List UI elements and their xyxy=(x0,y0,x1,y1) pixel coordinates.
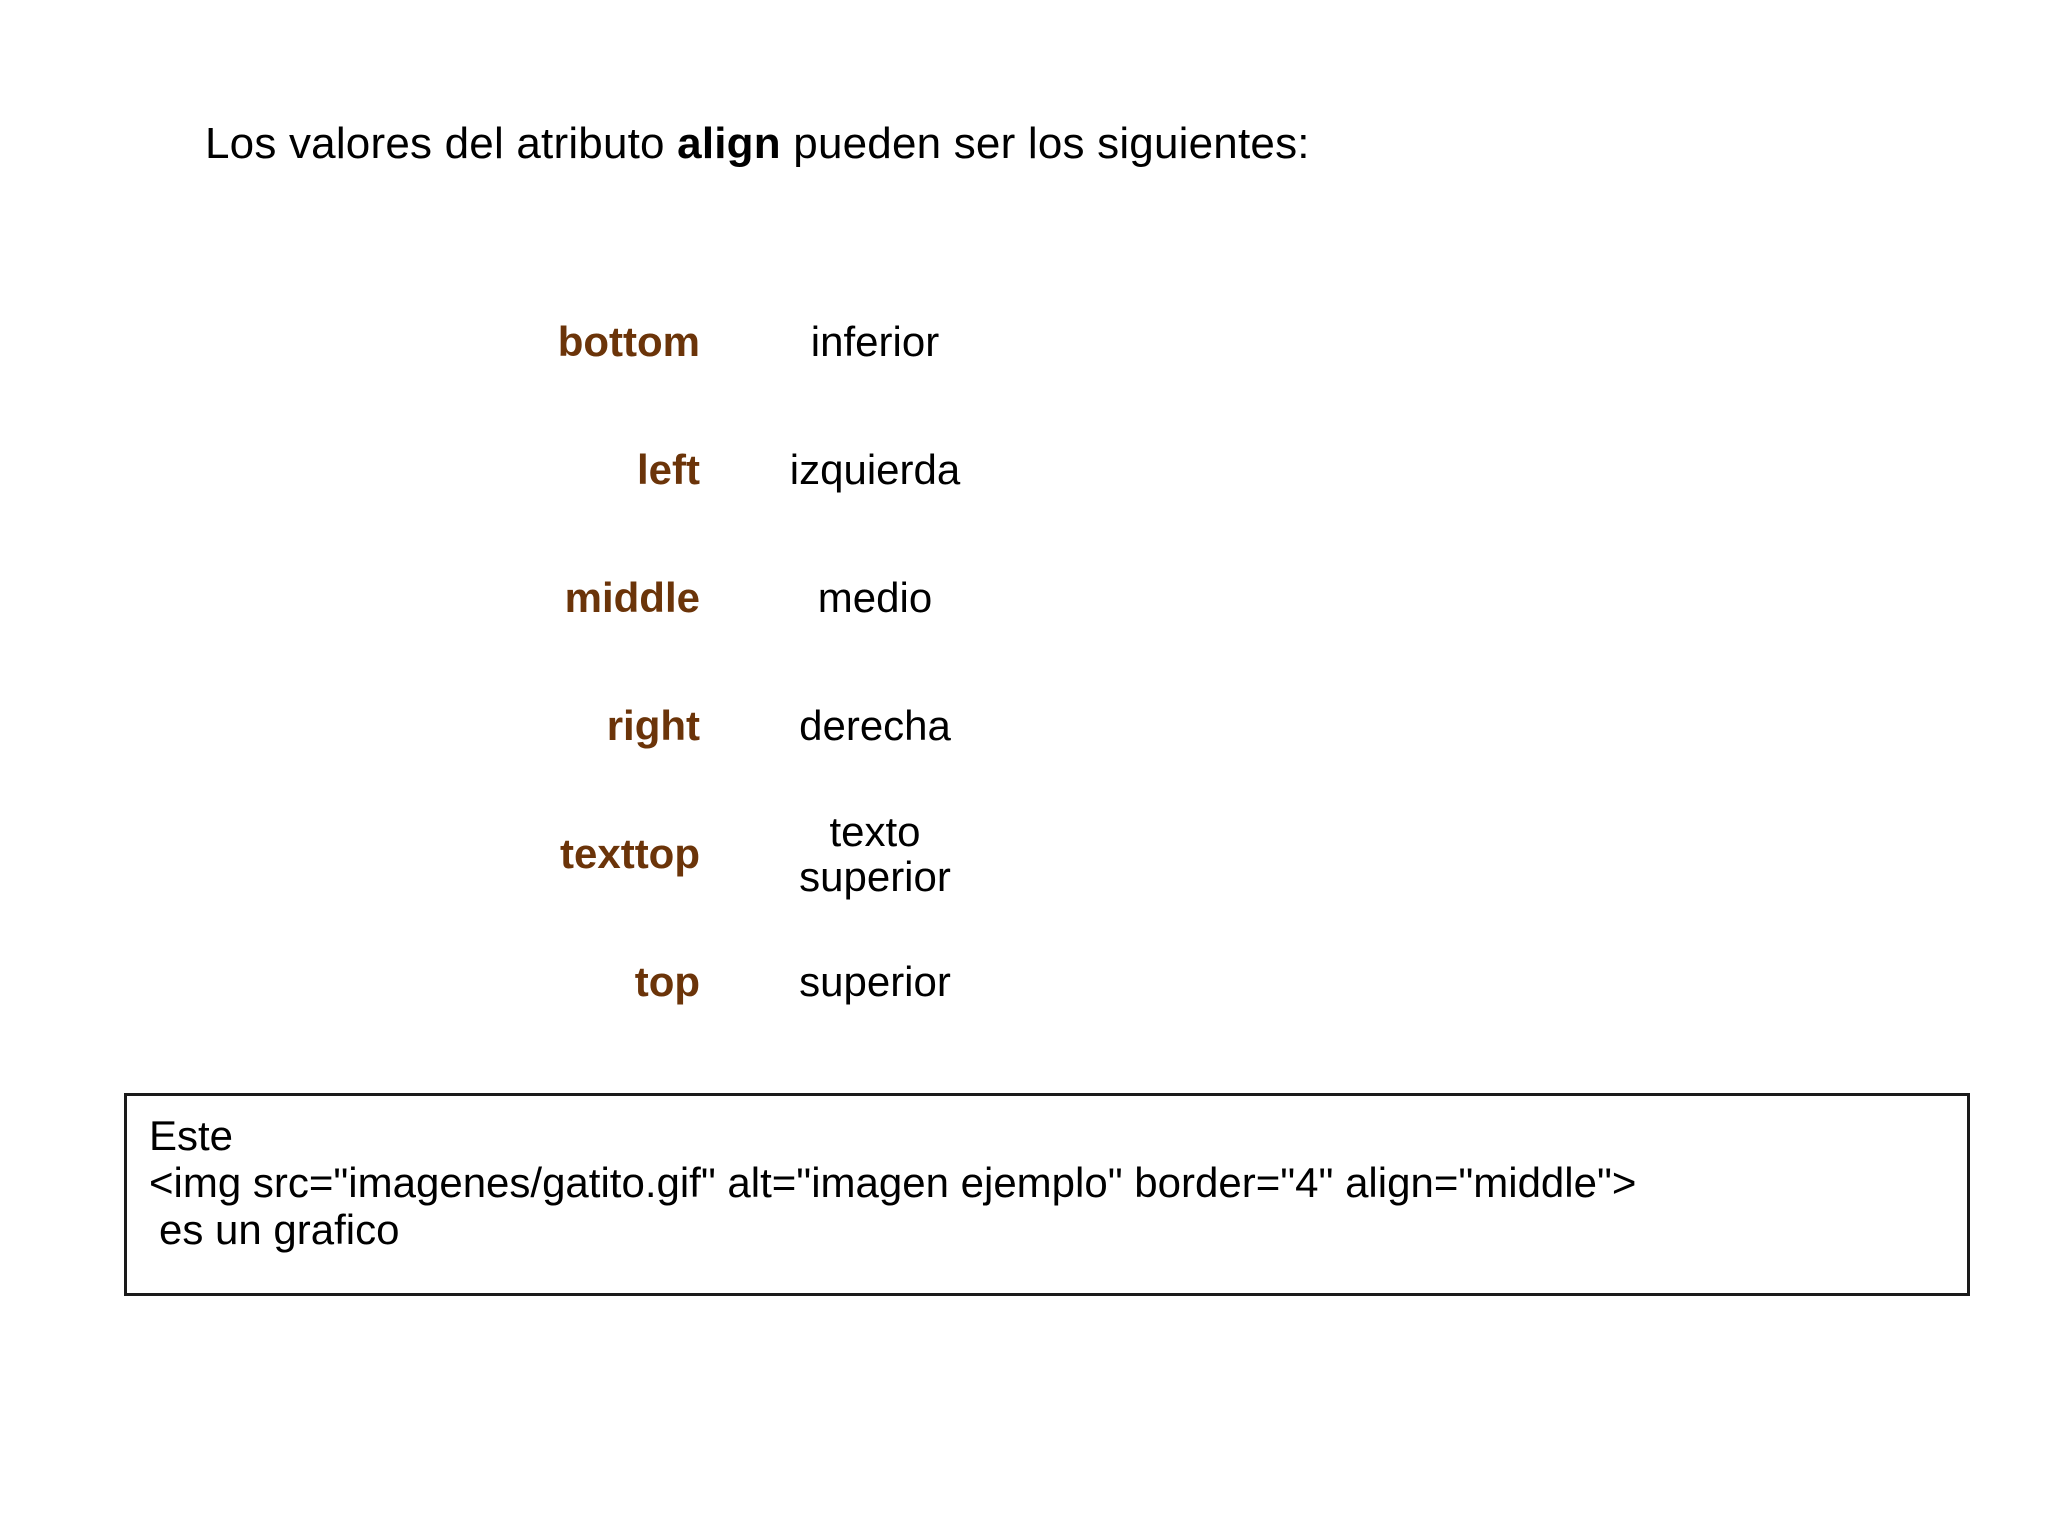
translation-line-1: izquierda xyxy=(789,446,961,494)
code-example-box: Este <img src="imagenes/gatito.gif" alt=… xyxy=(124,1093,1970,1296)
align-value-keyword: bottom xyxy=(557,317,700,365)
page-title-after: pueden ser los siguientes: xyxy=(780,119,1310,168)
table-row: middle medio xyxy=(330,534,1050,662)
table-row: texttop texto superior xyxy=(330,790,1050,918)
align-value-translation: texto superior xyxy=(700,790,1050,918)
align-value-keyword: right xyxy=(606,701,700,749)
align-value-translation: izquierda xyxy=(700,406,1050,534)
align-value-translation: derecha xyxy=(700,662,1050,790)
align-value-keyword: top xyxy=(634,957,700,1005)
table-row: bottom inferior xyxy=(330,278,1050,406)
align-value-translation: inferior xyxy=(700,278,1050,406)
code-line-2: <img src="imagenes/gatito.gif" alt="imag… xyxy=(149,1159,1637,1207)
translation-line-1: inferior xyxy=(810,318,940,366)
align-value-translation: medio xyxy=(700,534,1050,662)
code-line-3: es un grafico xyxy=(159,1206,400,1254)
align-value-translation: superior xyxy=(700,918,1050,1046)
page-title: Los valores del atributo align pueden se… xyxy=(205,119,1310,168)
translation-line-1: texto xyxy=(829,807,921,855)
align-value-keyword: texttop xyxy=(560,829,700,877)
translation-line-1: medio xyxy=(817,574,933,622)
code-line-1: Este xyxy=(149,1112,234,1159)
page-title-before: Los valores del atributo xyxy=(205,119,678,168)
table-row: left izquierda xyxy=(330,406,1050,534)
align-value-keyword: left xyxy=(637,445,700,493)
translation-line-1: derecha xyxy=(799,702,951,750)
table-row: right derecha xyxy=(330,662,1050,790)
page-title-term: align xyxy=(677,119,781,168)
table-row: top superior xyxy=(330,918,1050,1046)
translation-line-2: superior xyxy=(799,853,951,900)
align-values-table: bottom inferior left izquierda middle me… xyxy=(330,278,1050,1046)
code-example-content: Este <img src="imagenes/gatito.gif" alt=… xyxy=(127,1096,1967,1253)
translation-line-1: superior xyxy=(799,958,951,1006)
align-value-keyword: middle xyxy=(564,573,700,621)
